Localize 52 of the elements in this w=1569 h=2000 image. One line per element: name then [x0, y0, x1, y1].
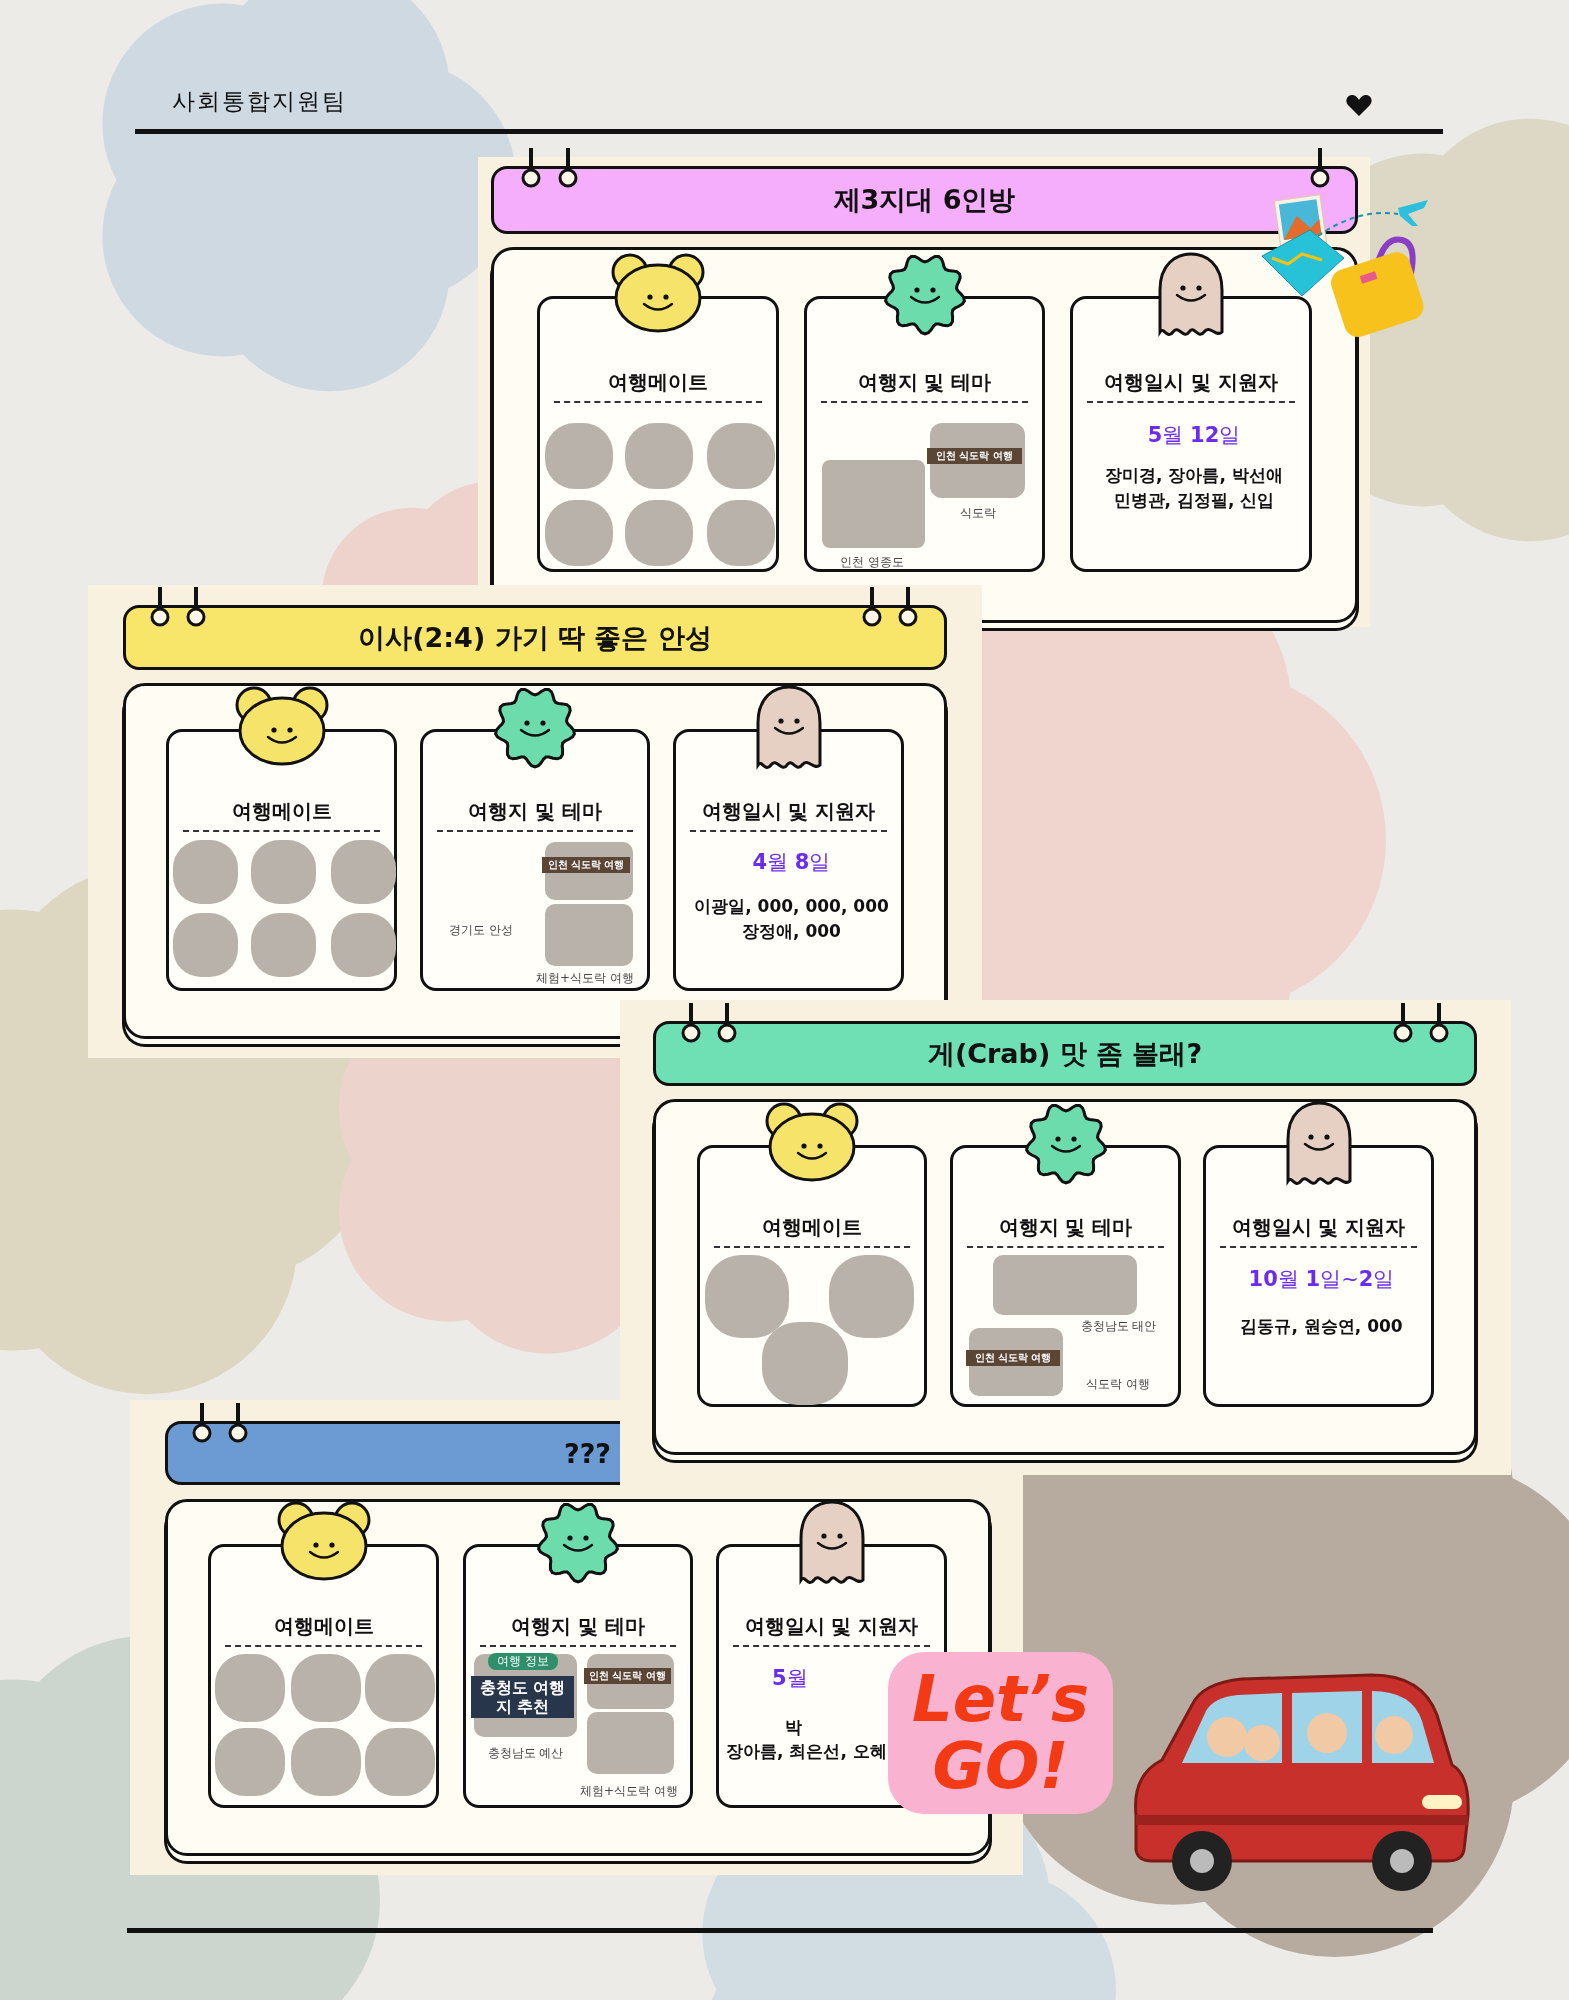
card-heading: 여행메이트 [225, 1613, 422, 1647]
panel [620, 1000, 1511, 1475]
trip-date: 5월 [772, 1665, 809, 1692]
sticker-text: Let’s GO! [888, 1652, 1113, 1815]
photo-overlay-text: 인천 식도락 여행 [927, 448, 1022, 464]
info-card [804, 296, 1045, 572]
info-card [166, 729, 397, 991]
info-card [537, 296, 779, 572]
info-card [208, 1544, 439, 1808]
info-card [697, 1145, 927, 1407]
card-heading: 여행지 및 테마 [821, 369, 1028, 403]
card-heading: 여행지 및 테마 [480, 1613, 676, 1647]
info-card [1070, 296, 1312, 572]
photo-overlay-text: 인천 식도락 여행 [966, 1350, 1060, 1366]
card-heading: 여행일시 및 지원자 [1220, 1214, 1417, 1248]
photo-overlay-text: 인천 식도락 여행 [542, 857, 630, 873]
card-heading: 여행메이트 [183, 798, 380, 832]
photo-caption: 경기도 안성 [448, 922, 514, 939]
photo-overlay-text: 충청도 여행지 추천 [471, 1676, 574, 1719]
card-heading: 여행메이트 [554, 369, 762, 403]
supporter-names: 김동규, 원승연, 000 [1239, 1315, 1404, 1338]
supporter-names: 장미경, 장아름, 박선애 민병관, 김정필, 신입 [1104, 464, 1284, 512]
info-card [950, 1145, 1181, 1407]
card-heading: 여행지 및 테마 [967, 1214, 1164, 1248]
card-heading: 여행일시 및 지원자 [690, 798, 887, 832]
info-card [420, 729, 650, 991]
trip-date: 10월 1일~2일 [1247, 1266, 1396, 1293]
supporter-names: 장아름, 최은선, 오혜 [726, 1740, 888, 1763]
photo-caption: 충청남도 태안 [1079, 1318, 1158, 1335]
supporter-names: 박 [785, 1716, 803, 1739]
trip-date: 4월 8일 [751, 849, 832, 876]
trip-date: 5월 12일 [1146, 422, 1242, 449]
card-heading: 여행일시 및 지원자 [733, 1613, 930, 1647]
photo-caption: 인천 영종도 [839, 554, 905, 571]
supporter-names: 이광일, 000, 000, 000 장정애, 000 [693, 895, 890, 943]
photo-caption: 식도락 여행 [1085, 1376, 1151, 1393]
photo-caption: 체험+식도락 여행 [535, 970, 635, 987]
photo-caption: 식도락 [958, 505, 997, 522]
card-heading: 여행지 및 테마 [437, 798, 633, 832]
card-heading: 여행일시 및 지원자 [1087, 369, 1295, 403]
photo-caption: 체험+식도락 여행 [579, 1783, 679, 1800]
photo-caption: 충청남도 예산 [486, 1745, 565, 1762]
photo-overlay-text: 인천 식도락 여행 [584, 1668, 671, 1684]
title-band: 게(Crab) 맛 좀 볼래? [653, 1021, 1477, 1086]
card-heading: 여행메이트 [714, 1214, 910, 1248]
info-card [673, 729, 904, 991]
title-band: ??? [165, 1421, 620, 1485]
photo-overlay-text: 여행 정보 [488, 1653, 558, 1670]
title-band: 제3지대 6인방 [491, 166, 1358, 234]
title-band: 이사(2:4) 가기 딱 좋은 안성 [123, 605, 947, 670]
info-card [1203, 1145, 1434, 1407]
page-title: 사회통합지원팀 [172, 87, 347, 116]
